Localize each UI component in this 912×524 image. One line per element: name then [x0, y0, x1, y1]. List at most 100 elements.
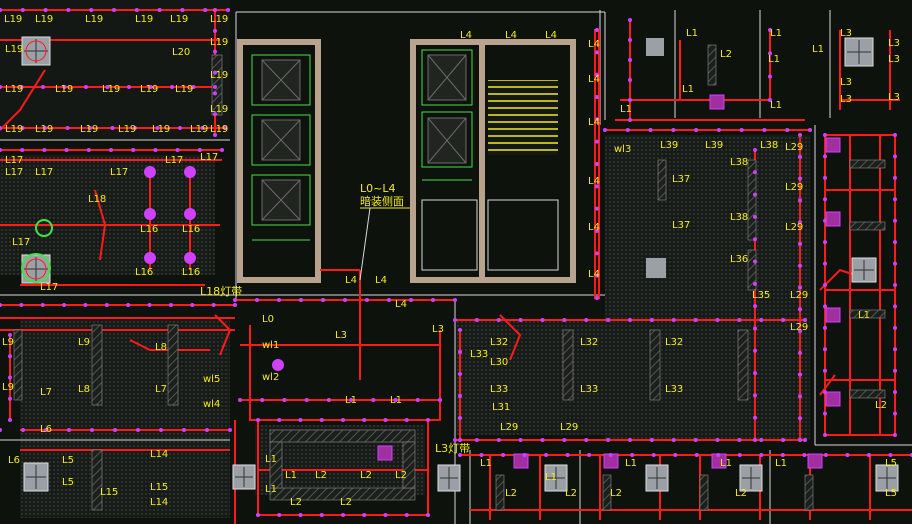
wire-node-dot — [893, 261, 897, 266]
wire-node-dot — [383, 418, 388, 422]
wire-node-dot — [277, 298, 281, 302]
circuit-label: L17 — [35, 167, 53, 178]
annotation-wl2: wl2 — [262, 372, 279, 383]
wire-node-dot — [798, 220, 802, 225]
circuit-label: L19 — [210, 104, 228, 115]
wire-node-dot — [753, 348, 757, 353]
circuit-label: L16 — [140, 224, 158, 235]
wire-node-dot — [893, 390, 897, 395]
wire-node-dot — [474, 438, 479, 442]
wire-node-dot — [213, 85, 217, 89]
circuit-label: L19 — [102, 84, 120, 95]
circuit-label: L1 — [480, 458, 492, 469]
wire-node-dot — [426, 418, 430, 422]
wire-node-dot — [113, 428, 117, 432]
wire-node-dot — [84, 85, 88, 89]
wire-node-dot — [595, 273, 599, 278]
wire-node-dot — [737, 438, 742, 442]
wire-node-dot — [540, 318, 545, 322]
stair-rooms — [421, 199, 559, 271]
wire-node-dot — [205, 428, 209, 432]
wire-node-dot — [298, 513, 303, 517]
wire-node-dot — [893, 368, 897, 373]
wire-node-dot — [845, 453, 850, 457]
circuit-label: L32 — [580, 337, 598, 348]
circuit-label: L4 — [588, 269, 600, 280]
wire-node-dot — [753, 304, 757, 309]
circuit-label: L9 — [2, 382, 14, 393]
wire-node-dot — [453, 438, 457, 442]
circuit-label: L4 — [460, 30, 472, 41]
exhaust-fan-icons[interactable] — [21, 36, 899, 492]
wire-node-dot — [474, 318, 479, 322]
wire-node-dot — [737, 318, 742, 322]
circuit-label: L7 — [40, 387, 52, 398]
wire-node-dot — [88, 126, 92, 130]
circuit-label: L19 — [5, 44, 23, 55]
circuit-label: L14 — [150, 449, 168, 460]
wire-node-dot — [893, 197, 897, 202]
circuit-label: L17 — [40, 282, 58, 293]
circuit-label: L2 — [290, 497, 302, 508]
wire-node-dot — [823, 368, 827, 373]
wire-node-dot — [67, 428, 71, 432]
circuit-label: L2 — [505, 488, 517, 499]
circuit-label: L19 — [135, 14, 153, 25]
junction-box-icon — [807, 453, 823, 469]
wire-node-dot — [66, 8, 71, 12]
light-fixture-icon — [144, 208, 156, 220]
wire-node-dot — [595, 296, 599, 300]
wire-node-dot — [753, 259, 757, 264]
light-fixture-icon — [184, 166, 196, 178]
exhaust-fan-icon — [23, 462, 49, 492]
wire-node-dot — [65, 126, 70, 130]
wire-node-dot — [595, 28, 599, 32]
wire-node-dot — [175, 148, 180, 152]
wire-node-dot — [649, 438, 654, 442]
wire-node-dot — [628, 98, 632, 102]
wire-node-dot — [8, 418, 12, 422]
wire-node-dot — [753, 148, 757, 152]
wire-node-dot — [458, 416, 462, 420]
wire-node-dot — [628, 118, 632, 122]
circuit-label: L17 — [110, 167, 128, 178]
wire-node-dot — [798, 154, 802, 159]
circuit-label: L9 — [78, 337, 90, 348]
linear-fixtures — [13, 44, 886, 511]
wire-node-dot — [753, 237, 757, 242]
wire-node-dot — [768, 51, 772, 56]
circuit-label: L19 — [118, 124, 136, 135]
wire-node-dot — [651, 453, 656, 457]
wire-node-dot — [823, 240, 827, 245]
circuit-label: L29 — [785, 182, 803, 193]
annotation-l3-light: L3灯带 — [435, 442, 470, 455]
wire-node-dot — [109, 148, 113, 152]
wire-node-dot — [0, 148, 2, 152]
wire-node-dot — [213, 8, 217, 12]
annotation-bottom-face: 暗装侧面 — [360, 194, 404, 208]
wire-node-dot — [759, 453, 764, 457]
circuit-label: L31 — [492, 402, 510, 413]
wire-node-dot — [544, 453, 549, 457]
wire-node-dot — [319, 513, 324, 517]
circuit-label: L2 — [395, 470, 407, 481]
wire-node-dot — [343, 298, 347, 302]
wire-node-dot — [759, 438, 764, 442]
circuit-label: L1 — [768, 54, 780, 65]
wire-node-dot — [159, 428, 163, 432]
circuit-label: L29 — [560, 422, 578, 433]
wire-node-dot — [768, 28, 772, 32]
wire-node-dot — [608, 453, 613, 457]
wire-node-dot — [260, 398, 265, 402]
circuit-label: L4 — [588, 176, 600, 187]
wire-node-dot — [798, 329, 802, 334]
wire-node-dot — [8, 396, 12, 401]
junction-box-icons[interactable] — [377, 94, 841, 469]
light-fixture-icons[interactable] — [144, 166, 284, 371]
wire-node-dot — [893, 433, 897, 437]
wire-node-dot — [0, 8, 2, 12]
wire-node-dot — [893, 347, 897, 352]
wire-node-dot — [628, 18, 632, 22]
